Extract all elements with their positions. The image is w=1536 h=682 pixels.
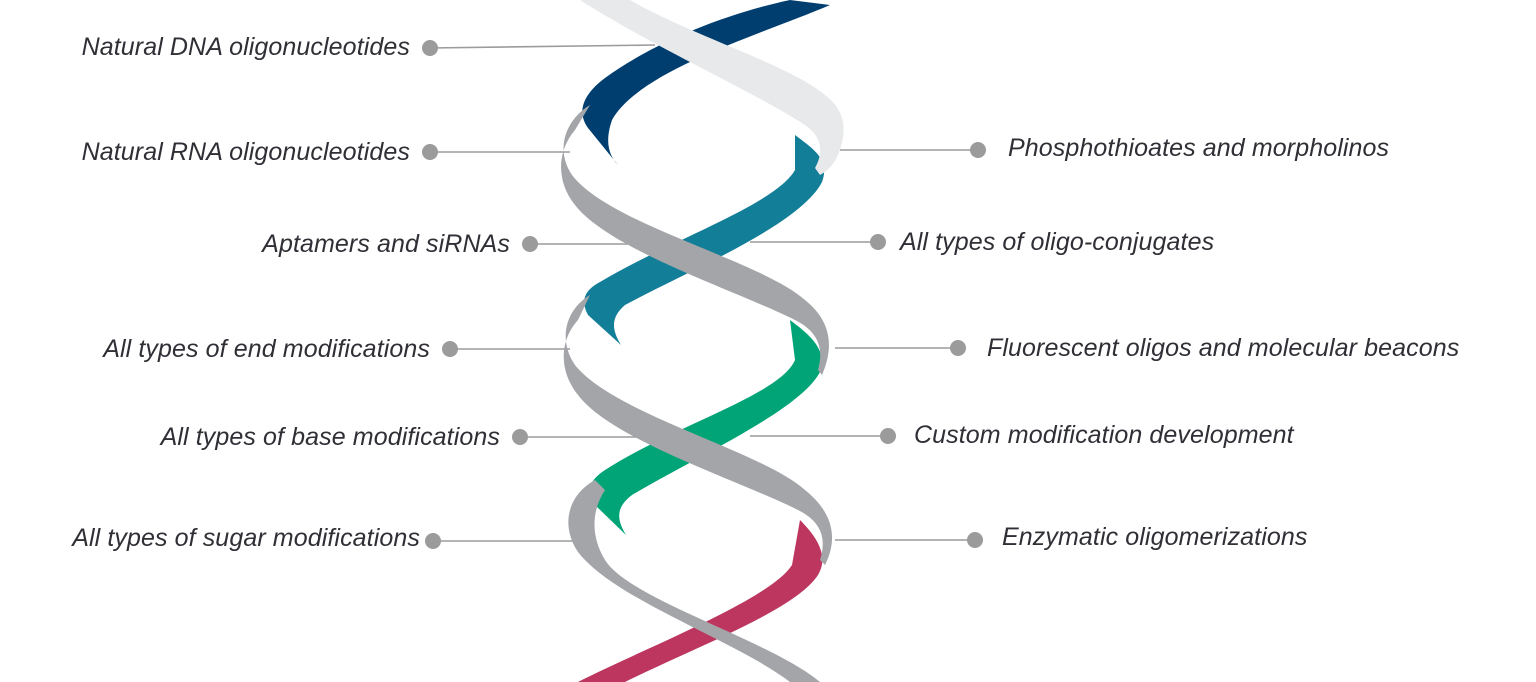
label-fluorescent-oligos: Fluorescent oligos and molecular beacons (987, 334, 1460, 362)
colored-strand (578, 0, 830, 682)
label-sugar-modifications: All types of sugar modifications (72, 524, 420, 552)
label-natural-rna: Natural RNA oligonucleotides (81, 138, 410, 166)
strand-segment-green (589, 320, 822, 535)
label-natural-dna: Natural DNA oligonucleotides (81, 33, 410, 61)
label-end-modifications: All types of end modifications (103, 335, 430, 363)
connector-dot-conjugates (870, 234, 886, 250)
label-enzymatic-oligomerizations: Enzymatic oligomerizations (1002, 523, 1308, 551)
label-custom-modification: Custom modification development (914, 421, 1294, 449)
connector-line-dna (429, 44, 656, 49)
connector-dot-rna (422, 144, 438, 160)
connector-dot-dna (422, 40, 438, 56)
strand-segment-light-top (580, 0, 844, 175)
label-base-modifications: All types of base modifications (160, 423, 500, 451)
connector-dot-enzymatic (967, 532, 983, 548)
connector-dot-end-mod (442, 341, 458, 357)
strand-segment-navy (582, 0, 830, 165)
strand-segment-crimson (578, 520, 823, 682)
connector-dot-aptamers (522, 236, 538, 252)
label-aptamers: Aptamers and siRNAs (262, 230, 510, 258)
strand-segment-gray-lower (568, 480, 820, 682)
strand-segment-teal (584, 135, 825, 345)
label-phosphothioates: Phosphothioates and morpholinos (1008, 134, 1390, 162)
connectors (429, 44, 978, 542)
connector-dot-sugar-mod (425, 533, 441, 549)
label-oligo-conjugates: All types of oligo-conjugates (900, 228, 1215, 256)
connector-dot-custom (880, 428, 896, 444)
connector-dots (422, 40, 986, 549)
gray-strand (561, 0, 844, 682)
connector-dot-base-mod (512, 429, 528, 445)
connector-dot-fluorescent (950, 340, 966, 356)
connector-dot-phospho (970, 142, 986, 158)
